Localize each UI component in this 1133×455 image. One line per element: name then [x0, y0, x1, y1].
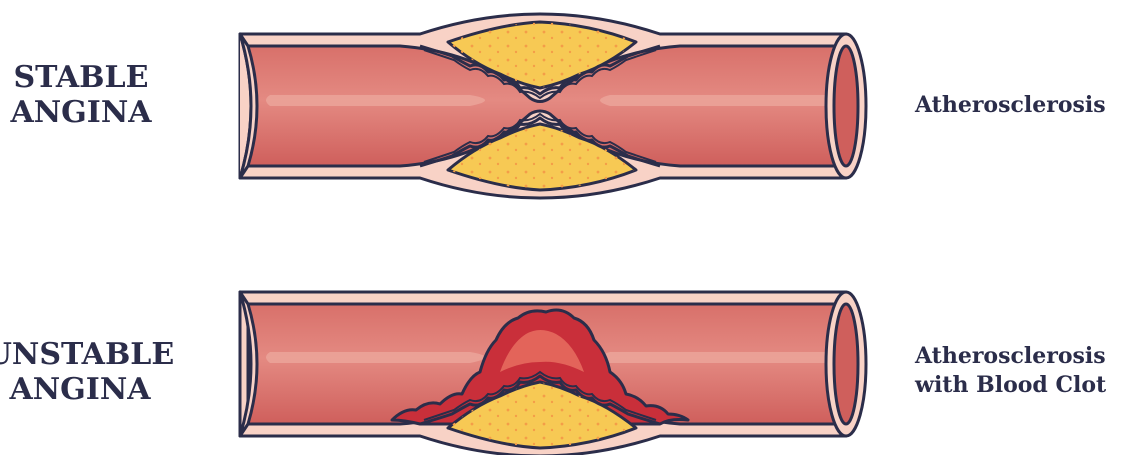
atherosclerosis-clot-label: Atherosclerosis with Blood Clot — [915, 342, 1106, 399]
stable-angina-label: STABLE ANGINA — [0, 60, 162, 131]
lumen-highlight — [600, 352, 830, 363]
atherosclerosis-label: Atherosclerosis — [915, 91, 1106, 120]
lumen-highlight — [266, 352, 485, 363]
stable-angina-vessel — [240, 14, 866, 198]
condition-line: ANGINA — [0, 95, 162, 130]
lumen-highlight — [600, 95, 830, 106]
unstable-angina-label: UNSTABLE ANGINA — [0, 337, 180, 408]
unstable-angina-vessel — [240, 292, 866, 455]
condition-line: ANGINA — [0, 372, 180, 407]
description-line: Atherosclerosis — [915, 91, 1106, 120]
condition-line: STABLE — [0, 60, 162, 95]
description-line: Atherosclerosis — [915, 342, 1106, 371]
description-line: with Blood Clot — [915, 371, 1106, 400]
condition-line: UNSTABLE — [0, 337, 180, 372]
lumen-highlight — [266, 95, 485, 106]
